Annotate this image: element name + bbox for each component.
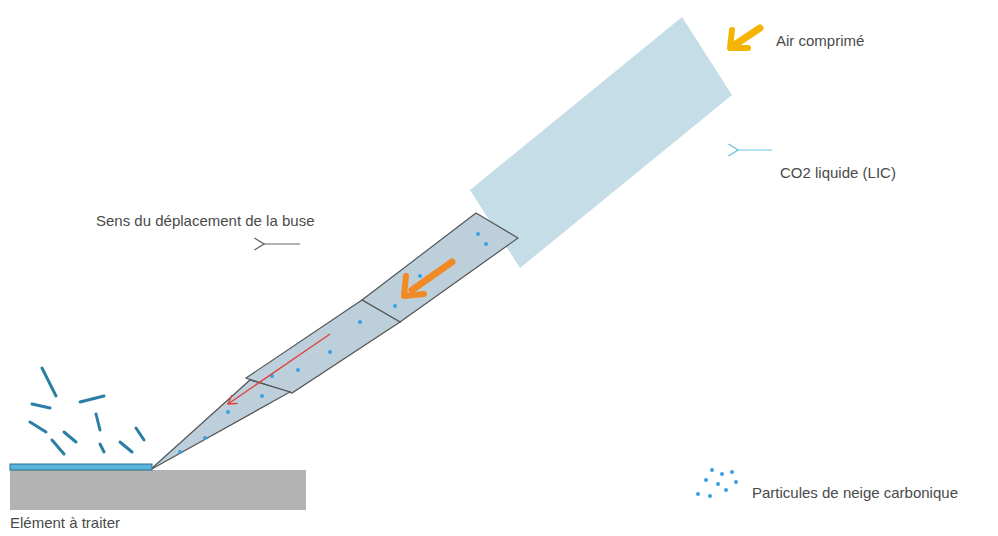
flow-arrow [404,262,452,296]
nozzle-tube [362,213,518,322]
snow-particles [178,232,488,454]
gun-body [470,17,732,268]
input-label: CO2 liquide (LIC) [780,164,896,182]
nozzle-tip [150,380,290,470]
direction-arrow [264,243,300,244]
legend-particles [696,468,738,498]
jet-arrow [228,334,330,404]
legend-label: Particules de neige carbonique [752,484,958,502]
co2-arrow [738,149,772,150]
direction-label: Sens du déplacement de la buse [96,212,315,230]
input-label: Air comprimé [776,32,864,50]
removed-flakes [30,368,144,454]
part-label: Elément à traiter [10,514,120,532]
treated-element [10,470,306,510]
coating-layer [10,464,152,470]
air-arrow [730,28,760,48]
nozzle-diverging [246,300,400,393]
